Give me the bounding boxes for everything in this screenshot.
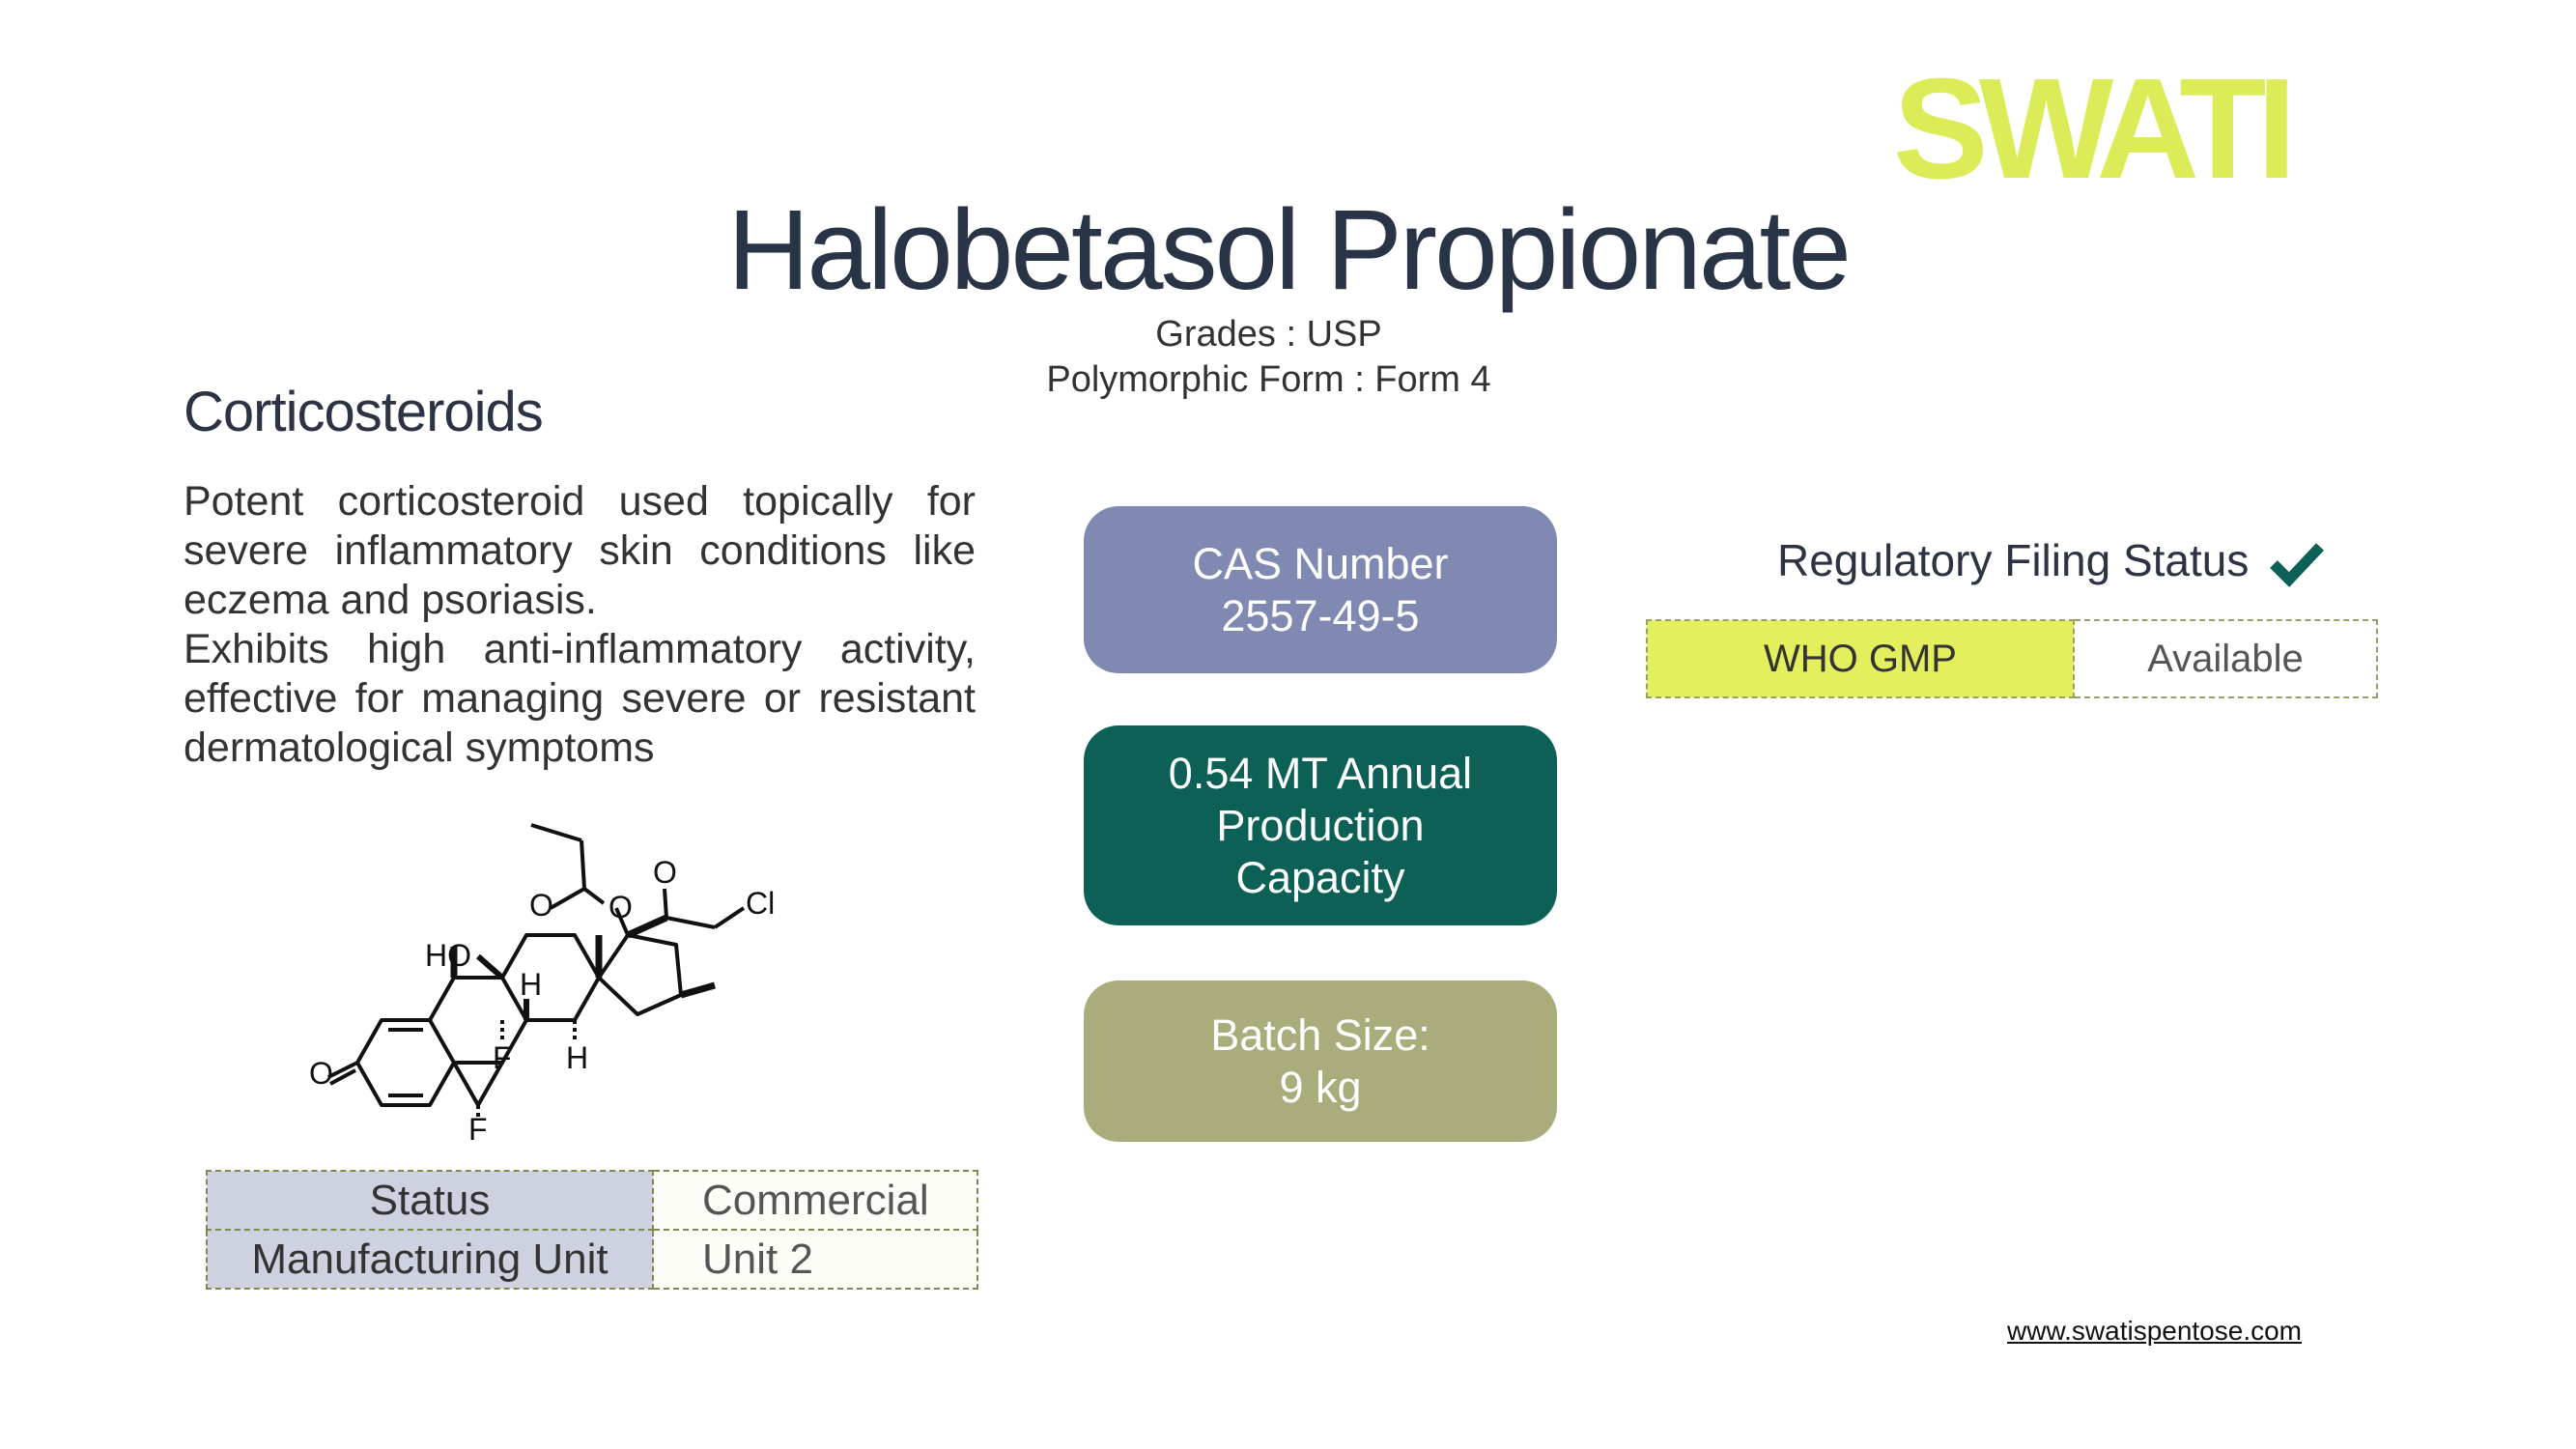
ring-d [597, 933, 683, 1016]
label-o-ester: O [609, 890, 633, 924]
production-line-1: 0.54 MT Annual [1168, 748, 1473, 798]
ring-b [428, 976, 528, 1065]
c21-bond [665, 916, 716, 929]
batch-size-card: Batch Size: 9 kg [1084, 980, 1557, 1142]
ester-chain-2 [530, 823, 582, 842]
c20-o-bond [663, 888, 668, 919]
ring-a [355, 1018, 456, 1107]
status-table: Status Commercial Manufacturing Unit Uni… [206, 1170, 978, 1290]
ketone-bond-2 [329, 1068, 356, 1086]
ester-bond [582, 887, 606, 905]
table-row: WHO GMP Available [1646, 619, 2378, 698]
label-o-ketone: O [309, 1056, 333, 1091]
label-h-2: H [566, 1040, 588, 1075]
ring-c [500, 933, 601, 1022]
production-capacity-card: 0.54 MT Annual Production Capacity [1084, 725, 1557, 925]
table-row: Manufacturing Unit Unit 2 [206, 1229, 978, 1290]
label-o-carbonyl-1: O [529, 888, 553, 923]
manufacturing-unit-value: Unit 2 [652, 1229, 978, 1290]
checkmark-icon [2270, 543, 2325, 587]
c17-wedge [626, 914, 668, 939]
label-cl: Cl [746, 886, 775, 921]
description-paragraph-1: Potent corticosteroid used topically for… [184, 478, 976, 623]
cl-bond [713, 906, 746, 929]
regulatory-title: Regulatory Filing Status [1777, 535, 2250, 585]
manufacturing-unit-key: Manufacturing Unit [206, 1229, 654, 1290]
cas-label: CAS Number [1192, 538, 1449, 588]
methyl-wedge [680, 981, 716, 999]
batch-label: Batch Size: [1210, 1009, 1430, 1060]
cas-value: 2557-49-5 [1221, 590, 1420, 640]
ho-wedge [476, 953, 504, 980]
regulatory-table: WHO GMP Available [1646, 619, 2378, 698]
chemical-structure-diagram: O HO O O O Cl H H F F [309, 823, 775, 1140]
who-gmp-value: Available [2073, 619, 2378, 698]
who-gmp-key: WHO GMP [1646, 619, 2075, 698]
product-description: Potent corticosteroid used topically for… [184, 477, 976, 773]
label-h-1: H [520, 967, 542, 1002]
grades-label: Grades : USP [1155, 314, 1382, 355]
label-f-1: F [493, 1040, 512, 1075]
label-ho: HO [425, 938, 471, 973]
description-paragraph-2: Exhibits high anti-inflammatory activity… [184, 626, 976, 771]
cas-number-card: CAS Number 2557-49-5 [1084, 506, 1557, 673]
batch-value: 9 kg [1279, 1062, 1362, 1112]
ester-chain-1 [580, 839, 586, 890]
production-line-2: Production [1216, 800, 1425, 850]
website-link[interactable]: www.swatispentose.com [2007, 1316, 2303, 1346]
label-o-carbonyl-2: O [653, 855, 677, 890]
ester-o-bond [614, 907, 630, 936]
status-value: Commercial [652, 1170, 978, 1231]
brand-logo: SWATI [1893, 49, 2297, 209]
label-f-2: F [468, 1112, 488, 1140]
table-row: Status Commercial [206, 1170, 978, 1231]
ketone-bond [327, 1061, 358, 1079]
polymorphic-form-label: Polymorphic Form : Form 4 [1046, 359, 1491, 400]
category-heading: Corticosteroids [184, 381, 544, 443]
production-line-3: Capacity [1235, 852, 1405, 902]
page-title: Halobetasol Propionate [727, 186, 1852, 314]
status-key: Status [206, 1170, 654, 1231]
ester-c-o [550, 887, 585, 910]
